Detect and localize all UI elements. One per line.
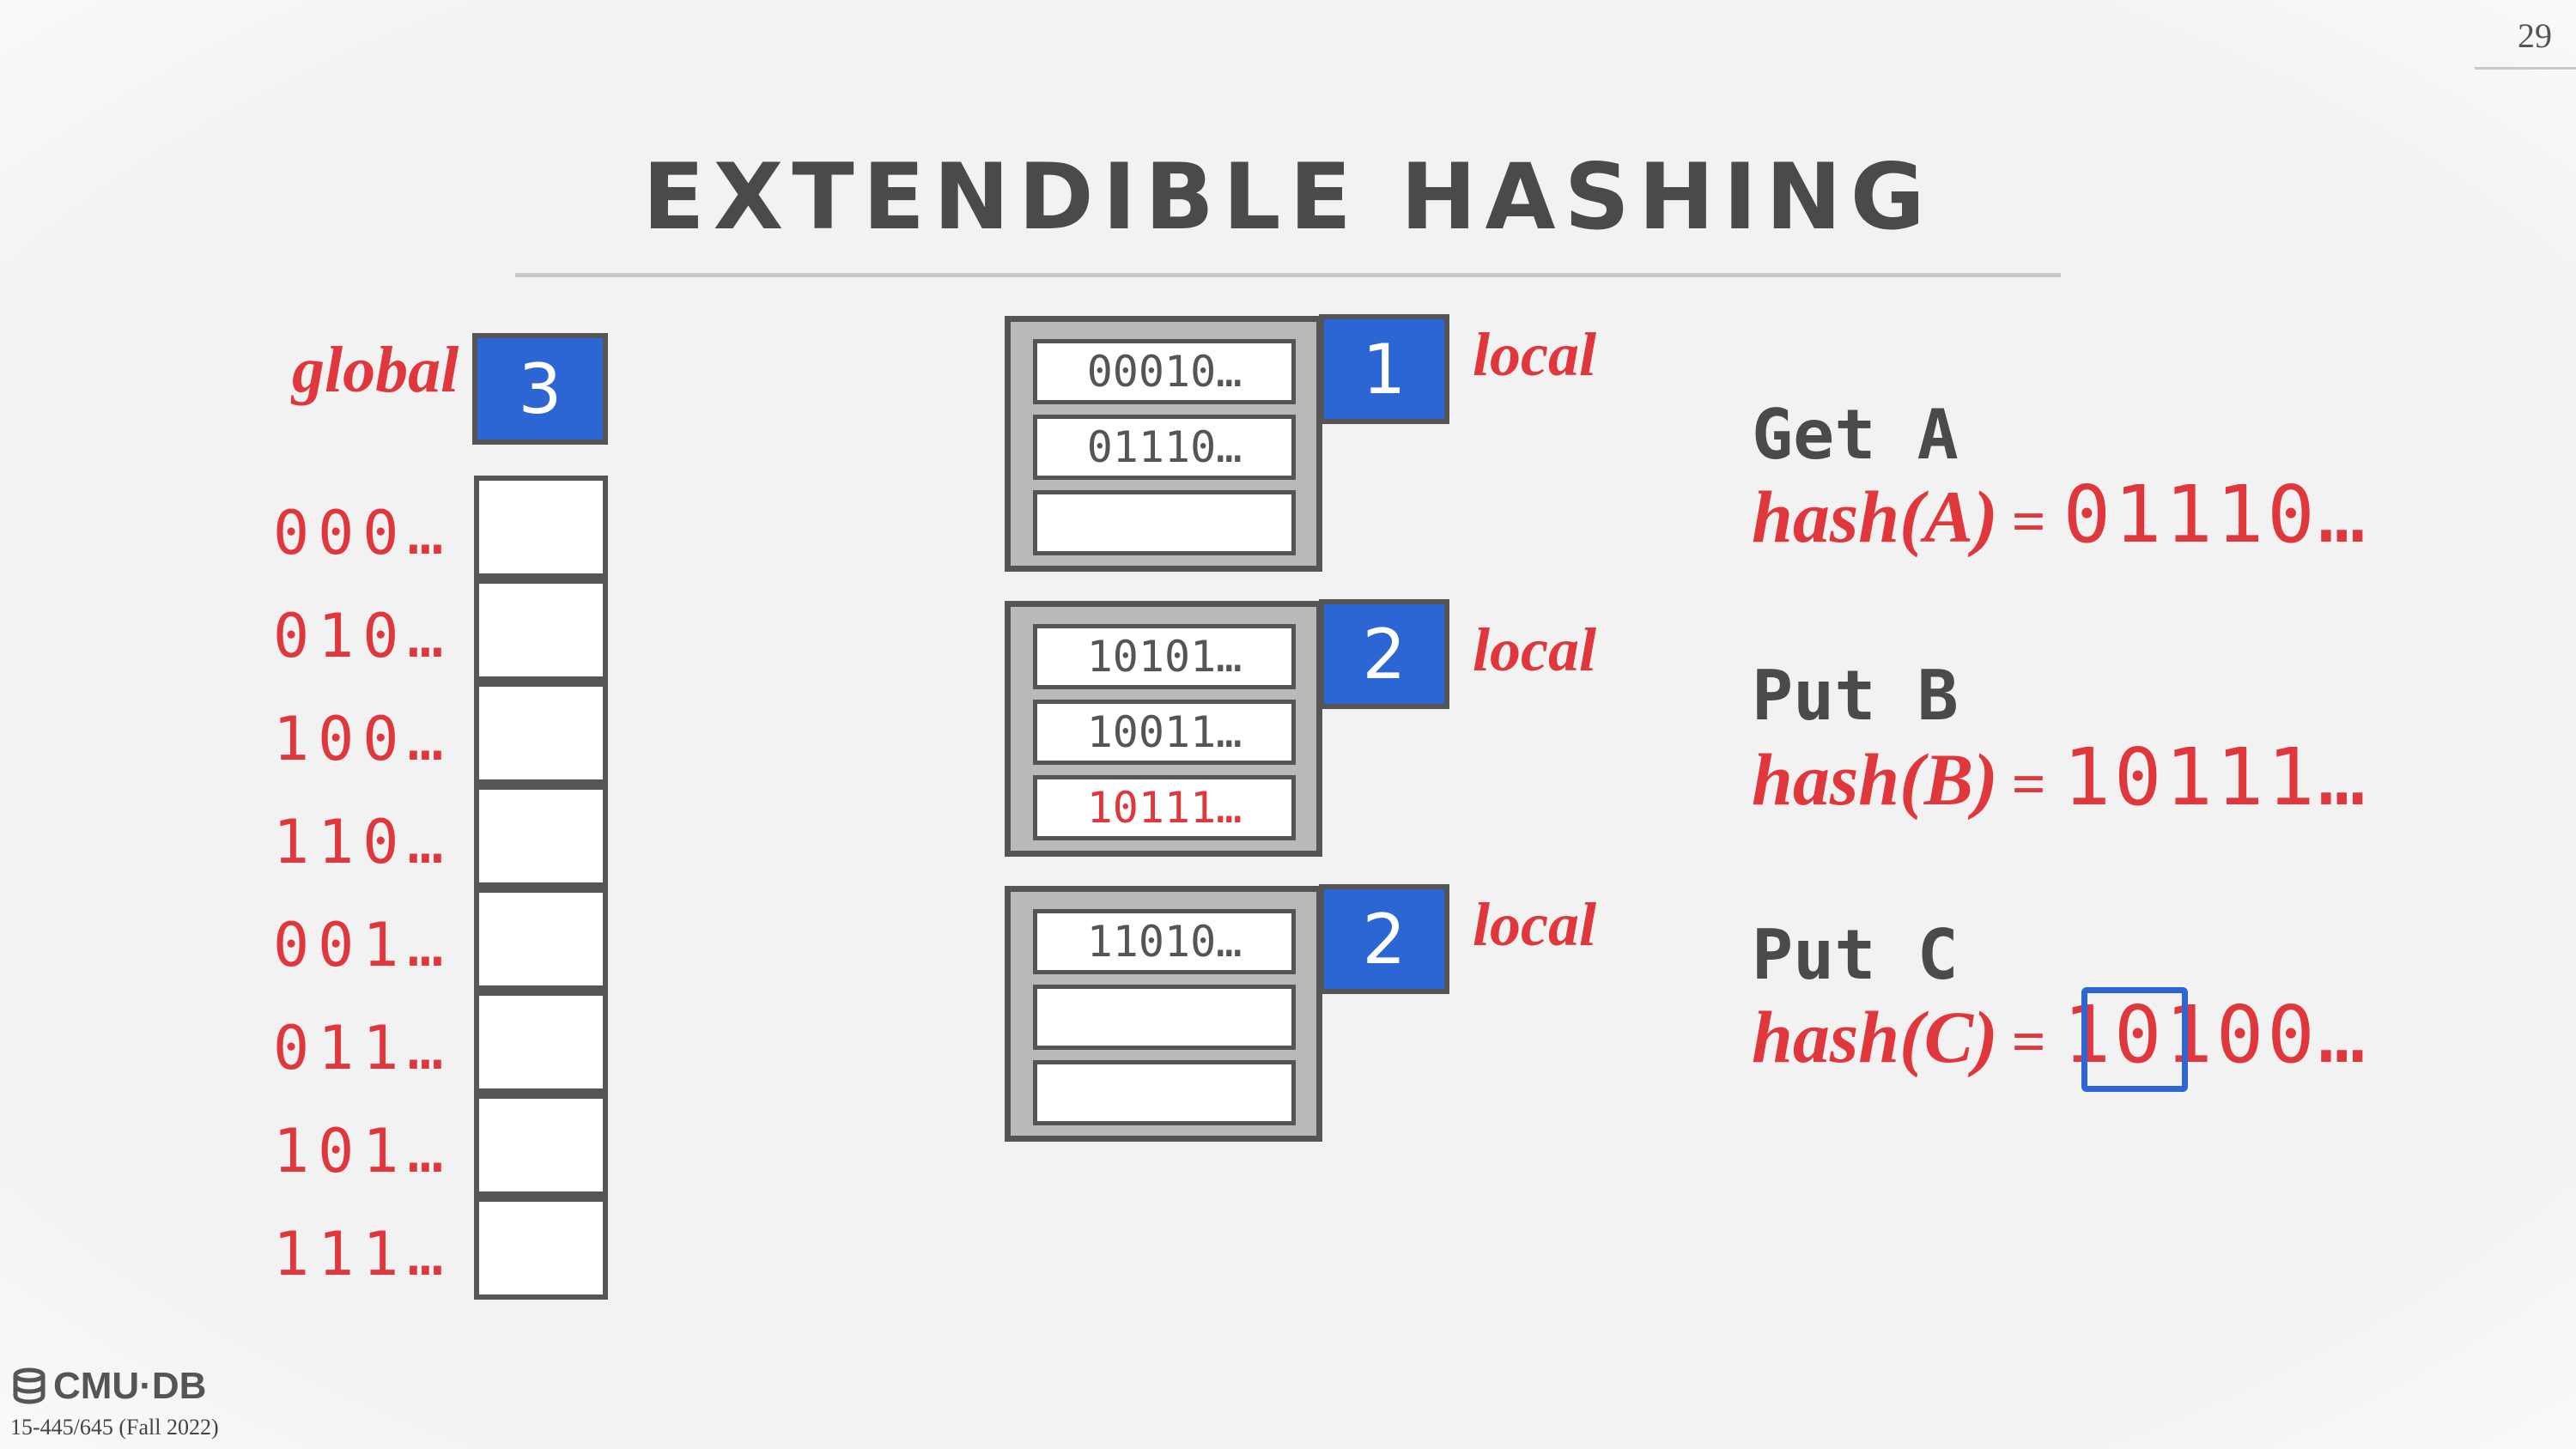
slide-title: EXTENDIBLE HASHING <box>642 144 1934 250</box>
hash-value: 01110… <box>2063 469 2369 561</box>
database-icon <box>13 1367 46 1404</box>
hash-value: 10111… <box>2063 731 2369 823</box>
directory-prefix: 010… <box>273 601 453 671</box>
bucket-3: 11010… <box>1005 886 1322 1142</box>
local-depth-label: local <box>1473 320 1596 389</box>
directory-prefix: 001… <box>273 910 453 980</box>
directory-prefix: 011… <box>273 1013 453 1083</box>
bucket-entry <box>1033 490 1296 555</box>
local-depth-label: local <box>1473 890 1596 959</box>
bucket-entry-new: 10111… <box>1033 775 1296 840</box>
bucket-entry <box>1033 1060 1296 1125</box>
directory-slot <box>474 785 608 888</box>
hash-expression: hash(B)= 10111… <box>1752 731 2369 823</box>
operation-label: Get A <box>1752 395 1959 475</box>
local-depth-box: 1 <box>1319 314 1449 424</box>
operation-label: Put B <box>1752 656 1959 736</box>
local-depth-label: local <box>1473 615 1596 684</box>
bucket-1: 00010… 01110… <box>1005 316 1322 572</box>
bucket-entry: 10011… <box>1033 700 1296 765</box>
directory-prefix: 111… <box>273 1219 453 1289</box>
global-depth-label: global <box>292 334 459 406</box>
hash-function: hash(B) <box>1752 738 1998 821</box>
cmu-db-logo: CMU·DB <box>10 1365 206 1408</box>
local-depth-box: 2 <box>1319 599 1449 709</box>
prefix-highlight-box <box>2081 987 2188 1092</box>
course-label: 15-445/645 (Fall 2022) <box>10 1415 219 1440</box>
equals-sign: = <box>2011 752 2046 818</box>
hash-expression: hash(A)= 01110… <box>1752 469 2369 561</box>
bucket-entry: 00010… <box>1033 339 1296 404</box>
page-number: 29 <box>2518 16 2552 55</box>
bucket-entry <box>1033 985 1296 1050</box>
bucket-entry: 11010… <box>1033 909 1296 974</box>
directory-slot <box>474 991 608 1094</box>
hash-function: hash(C) <box>1752 996 1998 1078</box>
hash-value: 10100… <box>2063 989 2369 1081</box>
hash-expression: hash(C)= 10100… <box>1752 989 2369 1081</box>
directory-prefix: 101… <box>273 1116 453 1186</box>
global-depth-box: 3 <box>472 333 608 445</box>
logo-text: CMU·DB <box>53 1365 207 1407</box>
hash-function: hash(A) <box>1752 476 1998 558</box>
directory-slot <box>474 1094 608 1197</box>
bucket-2: 10101… 10011… 10111… <box>1005 601 1322 857</box>
bucket-entry: 01110… <box>1033 415 1296 480</box>
equals-sign: = <box>2011 1009 2046 1076</box>
local-depth-box: 2 <box>1319 884 1449 994</box>
page-number-rule <box>2475 67 2576 70</box>
directory-slot <box>474 1197 608 1300</box>
directory-prefix: 000… <box>273 498 453 568</box>
directory-slot <box>474 888 608 991</box>
directory-prefix: 110… <box>273 807 453 877</box>
equals-sign: = <box>2011 489 2046 555</box>
directory-slot <box>474 579 608 682</box>
operation-label: Put C <box>1752 915 1959 995</box>
title-divider <box>515 273 2061 277</box>
directory-slot <box>474 476 608 579</box>
directory-slot <box>474 682 608 785</box>
directory-prefix: 100… <box>273 704 453 774</box>
bucket-entry: 10101… <box>1033 624 1296 689</box>
